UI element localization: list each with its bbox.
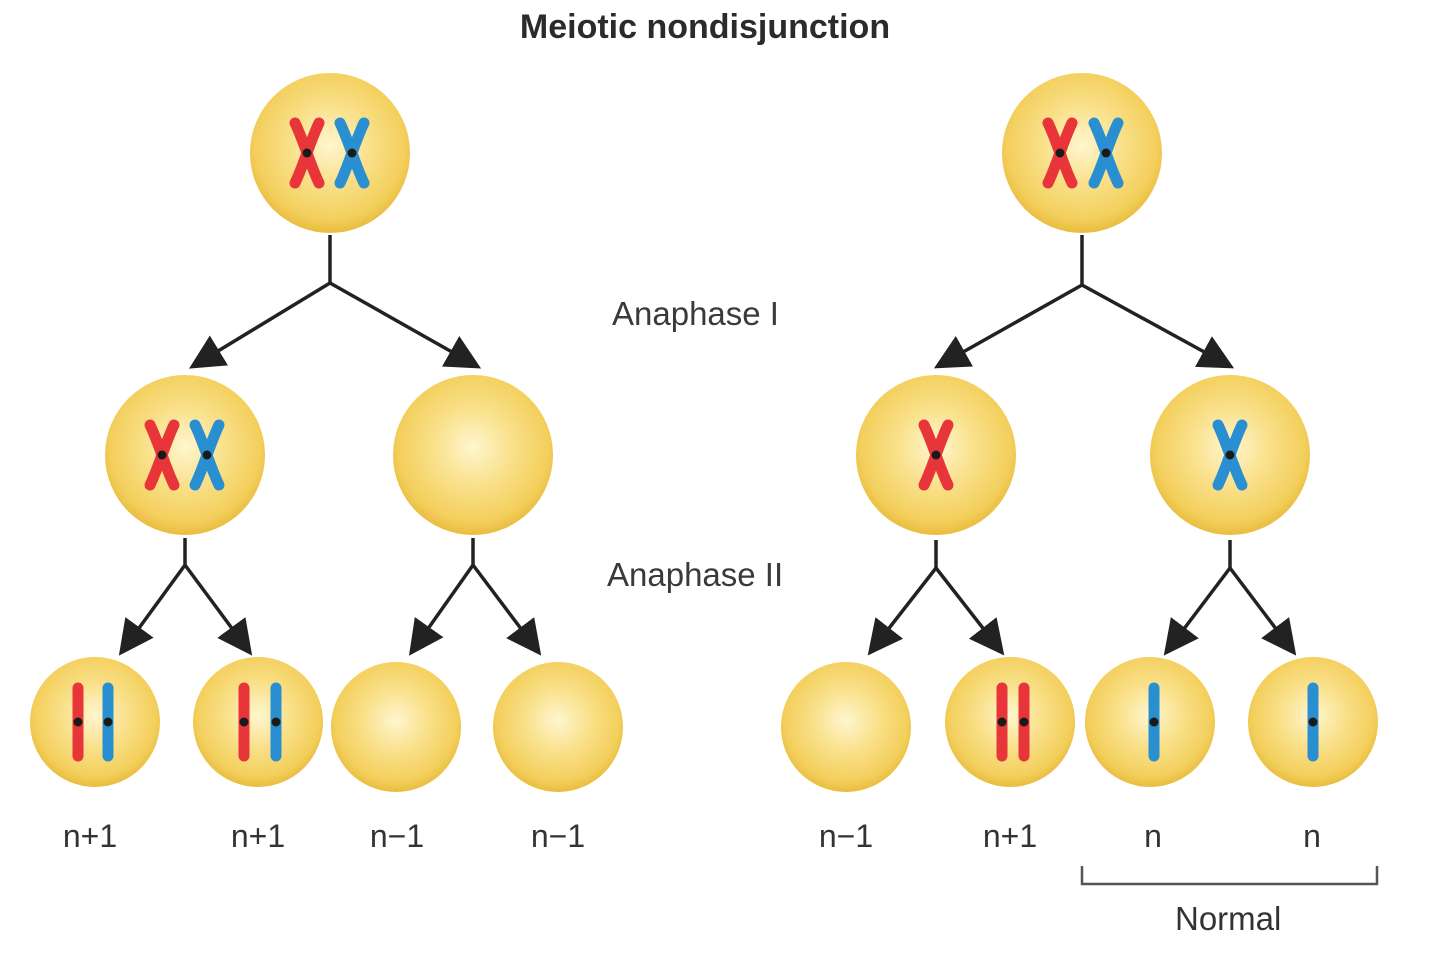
normal-bracket (1080, 866, 1379, 886)
right-gamete-4 (1248, 657, 1378, 787)
left-cell-a (105, 375, 265, 535)
right-gamete-1-empty (781, 662, 911, 792)
arrow-c-to-g6 (934, 566, 1005, 656)
diagram-title: Meiotic nondisjunction (519, 8, 891, 46)
left-gamete-3-empty (331, 662, 461, 792)
right-gamete-3-label: n (1144, 818, 1162, 854)
centromere (347, 148, 357, 158)
anaphase-2-label: Anaphase II (607, 556, 784, 593)
left-gamete-2-label: n+1 (230, 818, 286, 854)
right-parent-cell (1002, 73, 1162, 233)
arrow-d-to-g7 (1163, 566, 1232, 656)
left-arrows (118, 235, 542, 656)
left-cell-b-empty (393, 375, 553, 535)
arrow-c-to-g5 (867, 566, 938, 656)
right-gamete-1-label: n−1 (818, 818, 874, 854)
right-cell-d (1150, 375, 1310, 535)
arrow-b-to-g3 (408, 563, 475, 656)
arrow-right-to-cell-d (1081, 283, 1235, 369)
right-gamete-4-label: n (1303, 818, 1321, 854)
left-gamete-4-label: n−1 (530, 818, 586, 854)
arrow-d-to-g8 (1228, 566, 1297, 656)
arrow-b-to-g4 (471, 563, 542, 656)
arrow-left-to-cell-a (189, 281, 331, 369)
centromere (157, 450, 167, 460)
centromere (202, 450, 212, 460)
right-gamete-3 (1085, 657, 1215, 787)
right-cell-c (856, 375, 1016, 535)
arrow-left-to-cell-b (329, 281, 482, 369)
left-gamete-4-empty (493, 662, 623, 792)
left-gamete-1-label: n+1 (62, 818, 118, 854)
left-parent-cell (250, 73, 410, 233)
right-gamete-2 (945, 657, 1075, 787)
arrow-a-to-g1 (118, 563, 187, 656)
right-arrows (867, 235, 1297, 656)
left-gamete-2 (193, 657, 323, 787)
arrow-a-to-g2 (183, 563, 253, 656)
right-gamete-2-label: n+1 (982, 818, 1038, 854)
centromere (302, 148, 312, 158)
left-gamete-3-label: n−1 (369, 818, 425, 854)
normal-bracket-label: Normal (1175, 900, 1282, 937)
arrow-right-to-cell-c (933, 283, 1083, 369)
left-gamete-1 (30, 657, 160, 787)
anaphase-1-label: Anaphase I (612, 295, 779, 332)
